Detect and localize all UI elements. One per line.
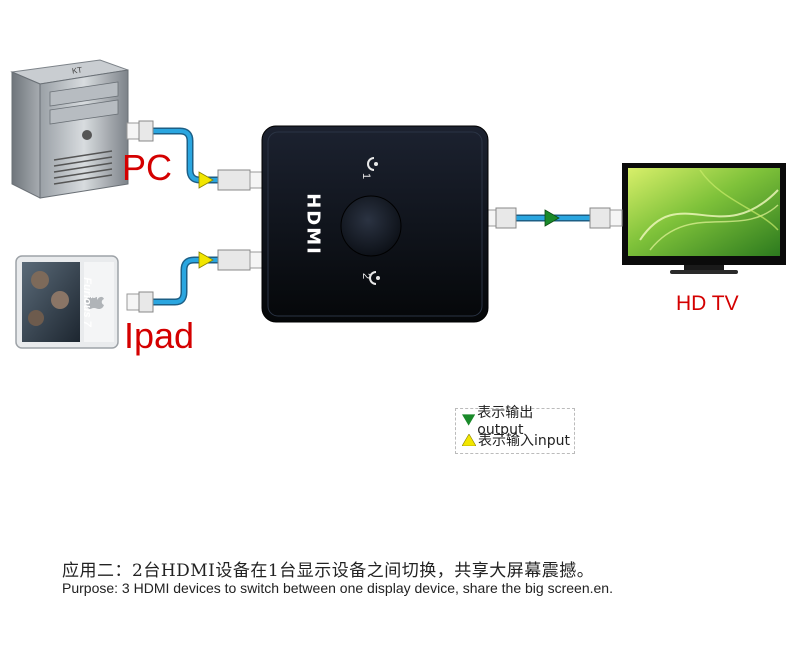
hdmi-plug-tv-end [589,207,623,229]
port1-led-icon [367,157,375,171]
hdmi-plug-ipad-switch-end [217,249,263,271]
hdtv-label: HD TV [676,292,739,315]
selector-knob [340,195,402,257]
pc-label: PC [122,147,173,188]
tv-icon [622,163,786,274]
ipad-screen-text: Furious 7 [81,277,93,327]
port2-number: 2 [360,272,373,280]
hdmi-switch-box [261,125,489,323]
pc-tower-icon [10,59,129,199]
hdmi-plug-pc-switch-end [217,169,263,191]
ipad-input-arrow-icon [198,251,214,269]
ipad-label: Ipad [124,315,195,356]
hdmi-brand-label: HDMI [302,193,324,256]
port1-number: 1 [360,172,373,180]
hdmi-plug-switch-output [483,207,517,229]
pc-input-arrow-icon [198,171,214,189]
ipad-cable [146,256,224,306]
hdmi-plug-ipad-end [126,291,154,313]
legend-input-row: 表示输入input [462,431,570,449]
legend-input-label: 表示输入input [478,433,571,449]
legend-output-label: 表示输出output [477,405,534,438]
input-triangle-icon [462,434,476,446]
caption-chinese: 应用二：2台HDMI设备在1台显示设备之间切换，共享大屏幕震撼。 [62,561,595,581]
port2-led-icon [369,271,377,285]
legend-output-row: 表示输出output [462,405,574,438]
ipad-icon [15,255,119,349]
hdmi-plug-pc-end [126,120,154,142]
legend: 表示输出output 表示输入input [455,405,575,454]
pc-brand-label: KT [71,65,83,76]
output-triangle-icon [462,414,476,426]
tv-output-arrow-icon [544,209,560,227]
caption-english: Purpose: 3 HDMI devices to switch betwee… [62,580,613,596]
pc-cable [146,127,224,184]
